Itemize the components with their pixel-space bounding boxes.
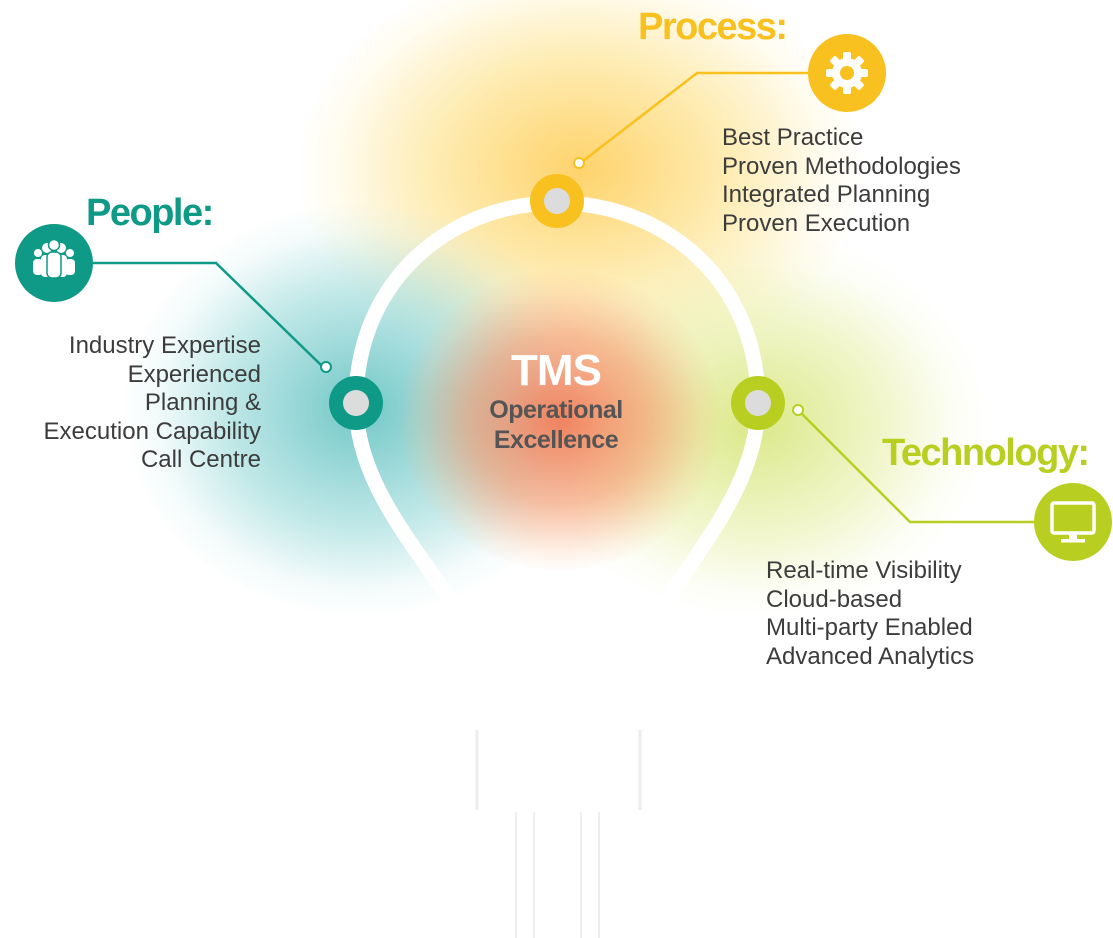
process-item: Integrated Planning (722, 181, 931, 208)
process-item: Proven Methodologies (722, 152, 961, 180)
technology-item: Multi-party Enabled (766, 614, 973, 641)
technology-item: Real-time Visibility (766, 557, 962, 584)
technology-heading: Technology: (882, 432, 1090, 474)
people-connector (93, 261, 332, 373)
process-heading: Process: (638, 6, 788, 48)
process-item: Proven Execution (722, 209, 911, 237)
bulb-threads (475, 712, 640, 803)
technology-list: Real-time Visibility Cloud-based Multi-p… (766, 557, 974, 671)
people-node (329, 376, 383, 430)
gear-icon (808, 34, 886, 112)
bulb-stem (518, 713, 597, 938)
process-item: Best Practice (722, 124, 864, 151)
people-group-icon (15, 224, 93, 302)
process-node (530, 174, 584, 228)
technology-node (731, 376, 785, 430)
people-item: Experienced (127, 360, 261, 388)
people-item: Execution Capability (43, 417, 261, 445)
monitor-icon (1034, 483, 1112, 561)
people-heading: People: (86, 192, 214, 234)
people-list: Industry Expertise Experienced Planning … (44, 332, 261, 475)
bulb-outline-shadow (475, 730, 642, 810)
bulb-stem-shadow (515, 812, 600, 938)
people-item: Call Centre (140, 446, 261, 473)
center-subtitle-line1: Operational (489, 396, 623, 424)
bulb-outline (348, 195, 766, 718)
technology-connector (792, 404, 1035, 524)
process-connector (573, 71, 808, 169)
people-item: Industry Expertise (68, 332, 261, 359)
center-title: TMS (511, 346, 602, 395)
technology-item: Advanced Analytics (766, 642, 975, 670)
process-list: Best Practice Proven Methodologies Integ… (722, 124, 961, 238)
people-item: Planning & (144, 389, 261, 416)
technology-item: Cloud-based (766, 585, 903, 613)
center-subtitle-line2: Excellence (493, 426, 619, 454)
